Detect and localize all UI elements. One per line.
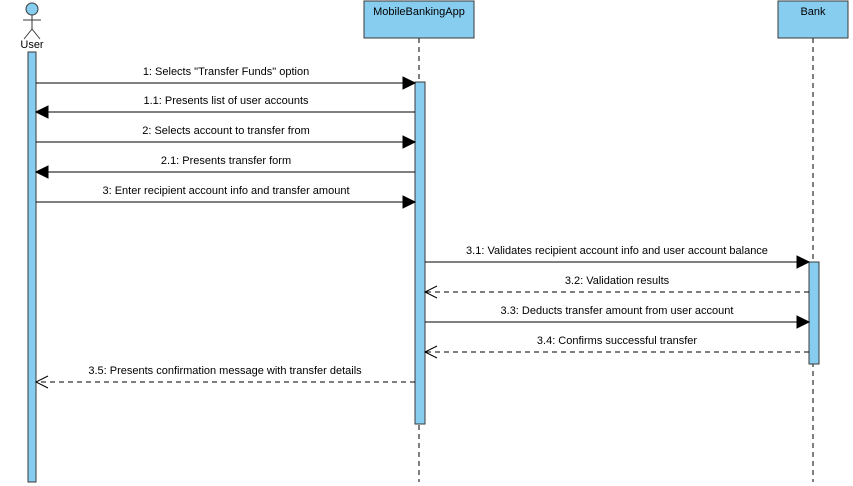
user-activation-bar — [27, 51, 37, 483]
app-activation-bar — [414, 81, 426, 425]
app-participant-box[interactable]: MobileBankingApp — [363, 0, 475, 39]
message-3-2-label: 3.2: Validation results — [565, 275, 670, 287]
message-3-5[interactable]: 3.5: Presents confirmation message with … — [34, 365, 415, 389]
message-3-3[interactable]: 3.3: Deducts transfer amount from user a… — [425, 305, 811, 329]
message-1-1-label: 1.1: Presents list of user accounts — [143, 95, 309, 107]
message-2-label: 2: Selects account to transfer from — [142, 125, 310, 137]
message-2[interactable]: 2: Selects account to transfer from — [36, 125, 417, 149]
user-actor-icon[interactable] — [23, 2, 41, 40]
message-3-4[interactable]: 3.4: Confirms successful transfer — [423, 335, 809, 359]
bank-participant-box[interactable]: Bank — [777, 0, 849, 39]
message-3-1[interactable]: 3.1: Validates recipient account info an… — [425, 245, 811, 269]
message-3-3-label: 3.3: Deducts transfer amount from user a… — [501, 305, 734, 317]
message-1-1[interactable]: 1.1: Presents list of user accounts — [34, 95, 415, 119]
message-3-1-label: 3.1: Validates recipient account info an… — [466, 245, 768, 257]
message-3-5-label: 3.5: Presents confirmation message with … — [88, 365, 362, 377]
message-2-1-label: 2.1: Presents transfer form — [161, 155, 291, 167]
message-3[interactable]: 3: Enter recipient account info and tran… — [36, 185, 417, 209]
message-1-label: 1: Selects "Transfer Funds" option — [143, 66, 309, 78]
bank-participant-label: Bank — [800, 6, 826, 18]
message-3-4-label: 3.4: Confirms successful transfer — [537, 335, 698, 347]
bank-activation-bar — [808, 261, 820, 365]
message-3-2[interactable]: 3.2: Validation results — [423, 275, 809, 299]
message-3-label: 3: Enter recipient account info and tran… — [102, 185, 349, 197]
message-1[interactable]: 1: Selects "Transfer Funds" option — [36, 66, 417, 90]
user-actor-label: User — [20, 39, 44, 51]
message-2-1[interactable]: 2.1: Presents transfer form — [34, 155, 415, 179]
app-participant-label: MobileBankingApp — [373, 6, 465, 18]
